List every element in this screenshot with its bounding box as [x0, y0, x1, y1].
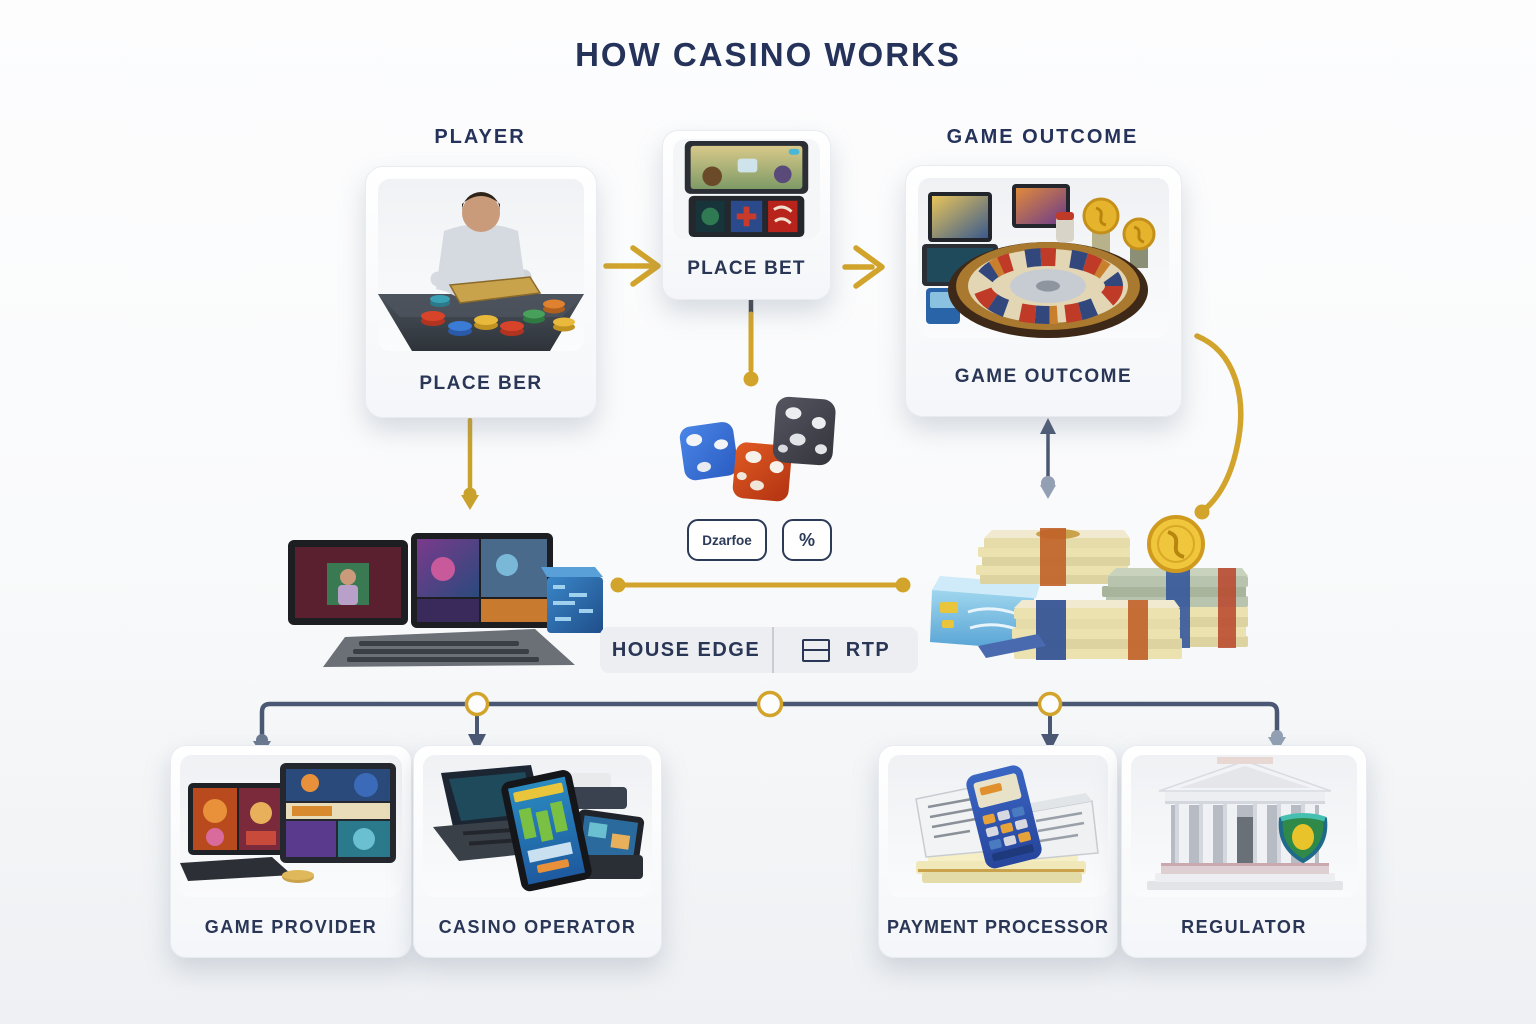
- game-provider-illustration: [180, 755, 402, 897]
- player-heading: PLAYER: [434, 126, 526, 148]
- roulette-illustration: [918, 178, 1169, 338]
- arrow-placebet-to-outcome-icon: [842, 245, 885, 289]
- casino-operator-label: CASINO OPERATOR: [438, 916, 637, 937]
- metrics-divider: [772, 627, 774, 673]
- dice-illustration: [672, 386, 842, 512]
- player-card-caption: PLACE BER: [419, 373, 543, 394]
- game-outcome-card: GAME OUTCOME: [905, 165, 1182, 417]
- connector-node-icon: [464, 691, 490, 717]
- split-box-icon: [801, 638, 830, 662]
- game-provider-card: GAME PROVIDER: [170, 745, 412, 958]
- payment-processor-label: PAYMENT PROCESSOR: [886, 916, 1110, 937]
- casino-operator-card: CASINO OPERATOR: [413, 745, 662, 958]
- game-outcome-caption: GAME OUTCOME: [954, 366, 1133, 387]
- betting-terminal-illustration: [673, 139, 820, 239]
- connector-node-icon: [756, 690, 784, 718]
- payment-terminal-illustration: [888, 755, 1108, 897]
- rtp-label: RTP: [845, 638, 891, 661]
- place-bet-card: PLACE BET: [662, 130, 831, 300]
- metrics-bar: HOUSE EDGE RTP: [600, 627, 918, 673]
- player-card: PLACE BER: [365, 166, 597, 418]
- percent-badge: %: [782, 519, 832, 561]
- payment-processor-card: PAYMENT PROCESSOR: [878, 745, 1118, 958]
- regulator-building-illustration: [1131, 755, 1357, 897]
- regulator-label: REGULATOR: [1181, 916, 1307, 937]
- line-player-to-monitors: [461, 417, 479, 510]
- casino-operator-illustration: [423, 755, 652, 897]
- live-games-monitors-illustration: [283, 525, 605, 675]
- line-monitors-to-money: [610, 577, 911, 593]
- house-edge-label: HOUSE EDGE: [611, 638, 761, 661]
- rate-badge: Dzarfoe: [687, 519, 767, 561]
- regulator-card: REGULATOR: [1121, 745, 1367, 958]
- connector-node-icon: [1037, 691, 1063, 717]
- place-bet-caption: PLACE BET: [687, 258, 806, 279]
- line-placebet-to-dice: [743, 295, 759, 387]
- game-outcome-heading: GAME OUTCOME: [946, 126, 1139, 148]
- arrow-outcome-money: [1040, 418, 1056, 499]
- game-provider-label: GAME PROVIDER: [204, 916, 378, 937]
- arrow-player-to-placebet-icon: [603, 245, 661, 287]
- page-title: HOW CASINO WORKS: [575, 36, 961, 73]
- player-photo-illustration: [378, 179, 584, 351]
- arc-outcome-to-payout: [1194, 333, 1244, 520]
- money-payout-illustration: [918, 496, 1252, 664]
